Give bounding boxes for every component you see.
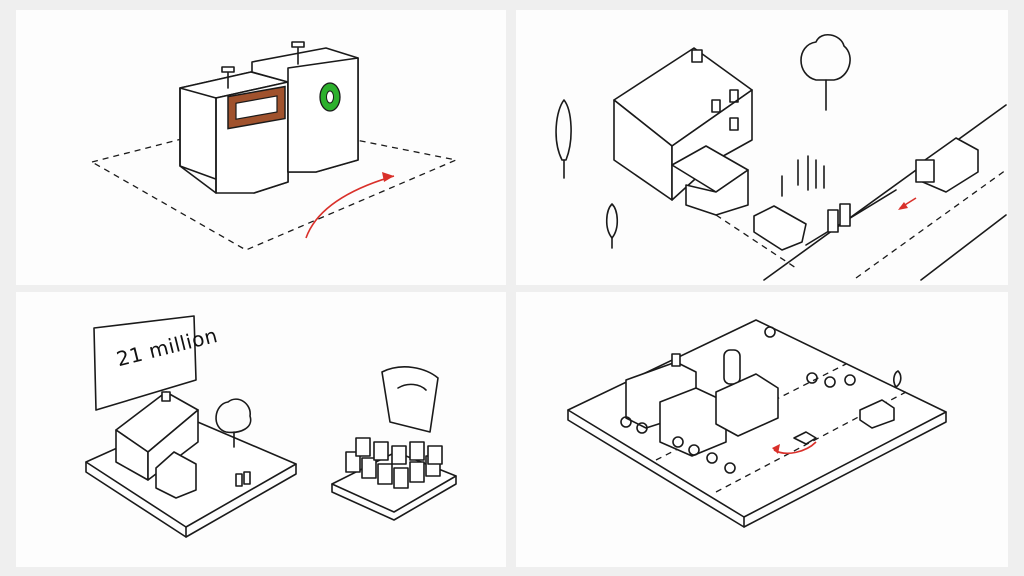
- panel-recycling-containers: [16, 10, 506, 285]
- panel-neighborhood-collection: [516, 10, 1008, 285]
- panel-recycling-facility: [516, 292, 1008, 567]
- panel-households-21-million: 21 million: [16, 292, 506, 567]
- recycling-containers-illustration: [90, 41, 459, 251]
- sign-board: [93, 315, 197, 411]
- households-illustration: [85, 315, 457, 538]
- neighborhood-illustration: [555, 34, 1007, 281]
- facility-illustration: [567, 319, 947, 528]
